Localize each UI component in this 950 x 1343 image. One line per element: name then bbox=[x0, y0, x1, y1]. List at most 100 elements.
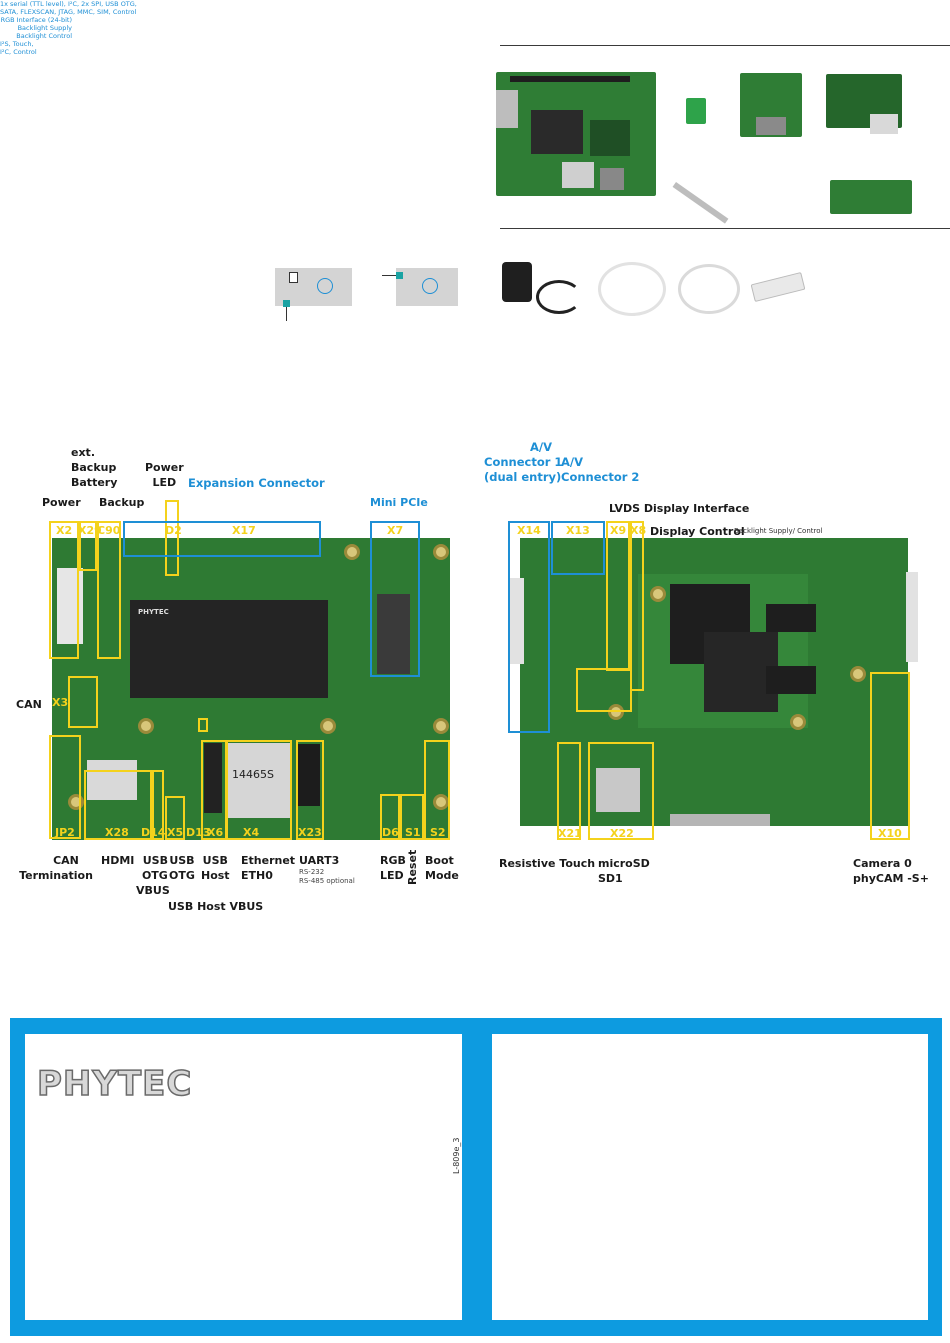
box-s2 bbox=[424, 740, 450, 840]
label-microsd: microSD SD1 bbox=[598, 857, 650, 885]
box-x14 bbox=[508, 521, 550, 733]
adapter-board-photo bbox=[740, 73, 802, 137]
id-x28: X28 bbox=[105, 826, 129, 839]
label-reset: Reset bbox=[406, 849, 419, 885]
footer-band: PHYTEC L-809e_3 bbox=[10, 1018, 942, 1336]
id-x22: X22 bbox=[610, 827, 634, 840]
id-x13: X13 bbox=[566, 524, 590, 537]
label-lvds: LVDS Display Interface bbox=[609, 502, 750, 515]
box-x8 bbox=[630, 521, 644, 691]
label-ext-backup-battery: ext. Backup Battery bbox=[71, 446, 118, 489]
adapter-cable-photo bbox=[536, 280, 582, 314]
silk-logo: PHYTEC bbox=[138, 608, 169, 616]
id-jp2: JP2 bbox=[55, 826, 75, 839]
ethernet-cable-photo bbox=[678, 264, 740, 314]
box-x3 bbox=[68, 676, 98, 728]
chip-marking: 14465S bbox=[232, 768, 274, 781]
camera-board-photo bbox=[830, 180, 912, 214]
right-board bbox=[510, 538, 918, 826]
id-d6: D6 bbox=[382, 826, 399, 839]
box-jp2 bbox=[49, 735, 81, 839]
left-board: PHYTEC 14465S bbox=[52, 538, 450, 840]
box-d6 bbox=[380, 794, 400, 840]
box-x9 bbox=[606, 521, 630, 671]
box-d2 bbox=[165, 500, 179, 576]
box-x4 bbox=[226, 740, 292, 840]
power-adapter-photo bbox=[502, 262, 532, 302]
id-x4: X4 bbox=[243, 826, 260, 839]
usb-stick-photo bbox=[750, 271, 806, 303]
id-x3: X3 bbox=[52, 696, 69, 709]
kit-board-photo bbox=[496, 72, 656, 196]
label-uart3: UART3 bbox=[299, 854, 340, 867]
label-ethernet: Ethernet ETH0 bbox=[241, 854, 296, 882]
box-x5 bbox=[165, 796, 185, 840]
box-x13 bbox=[551, 521, 605, 575]
phytec-logo: PHYTEC bbox=[36, 1063, 193, 1105]
box-x7 bbox=[370, 521, 420, 677]
label-hdmi: HDMI bbox=[101, 854, 135, 867]
cable-diagram-b bbox=[382, 268, 458, 306]
uart3-detail: RS-232 RS-485 optional bbox=[299, 868, 355, 885]
label-display-control: Display Control bbox=[650, 525, 745, 538]
footer-panel-right bbox=[492, 1034, 928, 1320]
box-x10 bbox=[870, 672, 910, 840]
expansion-detail: 1x serial (TTL level), I²C, 2x SPI, USB … bbox=[0, 0, 137, 16]
label-expansion-connector: Expansion Connector bbox=[188, 476, 325, 490]
id-d14: D14 bbox=[141, 826, 166, 839]
id-x23: X23 bbox=[298, 826, 322, 839]
id-x7: X7 bbox=[387, 524, 404, 537]
cable-diagram-a bbox=[275, 268, 352, 321]
id-x2: X2 bbox=[56, 524, 73, 537]
box-x21 bbox=[557, 742, 581, 840]
id-x5: X5 bbox=[167, 826, 184, 839]
label-usb-otg: USB OTG bbox=[169, 854, 195, 882]
id-x9: X9 bbox=[610, 524, 627, 537]
av-connector-2-detail: I²S, Touch, I²C, Control bbox=[0, 40, 37, 56]
label-rgb-led: RGB LED bbox=[380, 854, 406, 882]
id-d13: D13 bbox=[186, 826, 211, 839]
box-d14 bbox=[152, 770, 164, 840]
ribbon-cable-photo bbox=[672, 180, 732, 224]
box-x22 bbox=[588, 742, 654, 840]
box-c90 bbox=[97, 521, 121, 659]
box-x23 bbox=[296, 740, 324, 840]
box-x6 bbox=[201, 740, 227, 840]
label-camera: Camera 0 phyCAM -S+ bbox=[853, 857, 929, 885]
box-x28 bbox=[84, 770, 152, 840]
doc-code: L-809e_3 bbox=[452, 1137, 461, 1174]
av-connector-1-detail: RGB Interface (24-bit) Backlight Supply … bbox=[0, 16, 72, 40]
box-s1 bbox=[400, 794, 424, 840]
box-display-control-link bbox=[576, 668, 632, 712]
serial-cable-photo bbox=[598, 262, 666, 316]
id-x6: X6 bbox=[207, 826, 224, 839]
id-d2: D2 bbox=[165, 524, 182, 537]
label-mini-pcie: Mini PCIe bbox=[370, 496, 428, 509]
box-x29 bbox=[79, 521, 97, 571]
top-rule bbox=[500, 45, 950, 46]
id-x14: X14 bbox=[517, 524, 541, 537]
box-x17 bbox=[123, 521, 321, 557]
id-x8: X8 bbox=[630, 524, 647, 537]
label-power-led: Power LED bbox=[145, 461, 184, 489]
id-x10: X10 bbox=[878, 827, 902, 840]
terminal-block-photo bbox=[686, 98, 706, 124]
id-s2: S2 bbox=[430, 826, 446, 839]
label-resistive-touch: Resistive Touch bbox=[499, 857, 596, 870]
power-module-photo bbox=[826, 74, 902, 134]
label-usb-otg-vbus: USB OTG VBUS bbox=[136, 854, 170, 897]
box-x2 bbox=[49, 521, 79, 659]
label-usb-host: USB Host bbox=[201, 854, 230, 882]
box-d13 bbox=[198, 718, 208, 732]
footer-panel-left: PHYTEC L-809e_3 bbox=[25, 1034, 462, 1320]
label-usb-host-vbus: USB Host VBUS bbox=[168, 900, 264, 913]
label-av-connector-1: A/V Connector 1 (dual entry) bbox=[484, 440, 563, 484]
id-c90: C90 bbox=[97, 524, 121, 537]
id-x21: X21 bbox=[558, 827, 582, 840]
middle-rule bbox=[500, 228, 950, 229]
label-backup: Backup bbox=[99, 496, 145, 509]
label-can: CAN bbox=[16, 698, 42, 711]
label-av-connector-2: A/V Connector 2 bbox=[561, 455, 640, 484]
label-boot-mode: Boot Mode bbox=[425, 854, 459, 882]
id-x29: X29 bbox=[78, 524, 102, 537]
